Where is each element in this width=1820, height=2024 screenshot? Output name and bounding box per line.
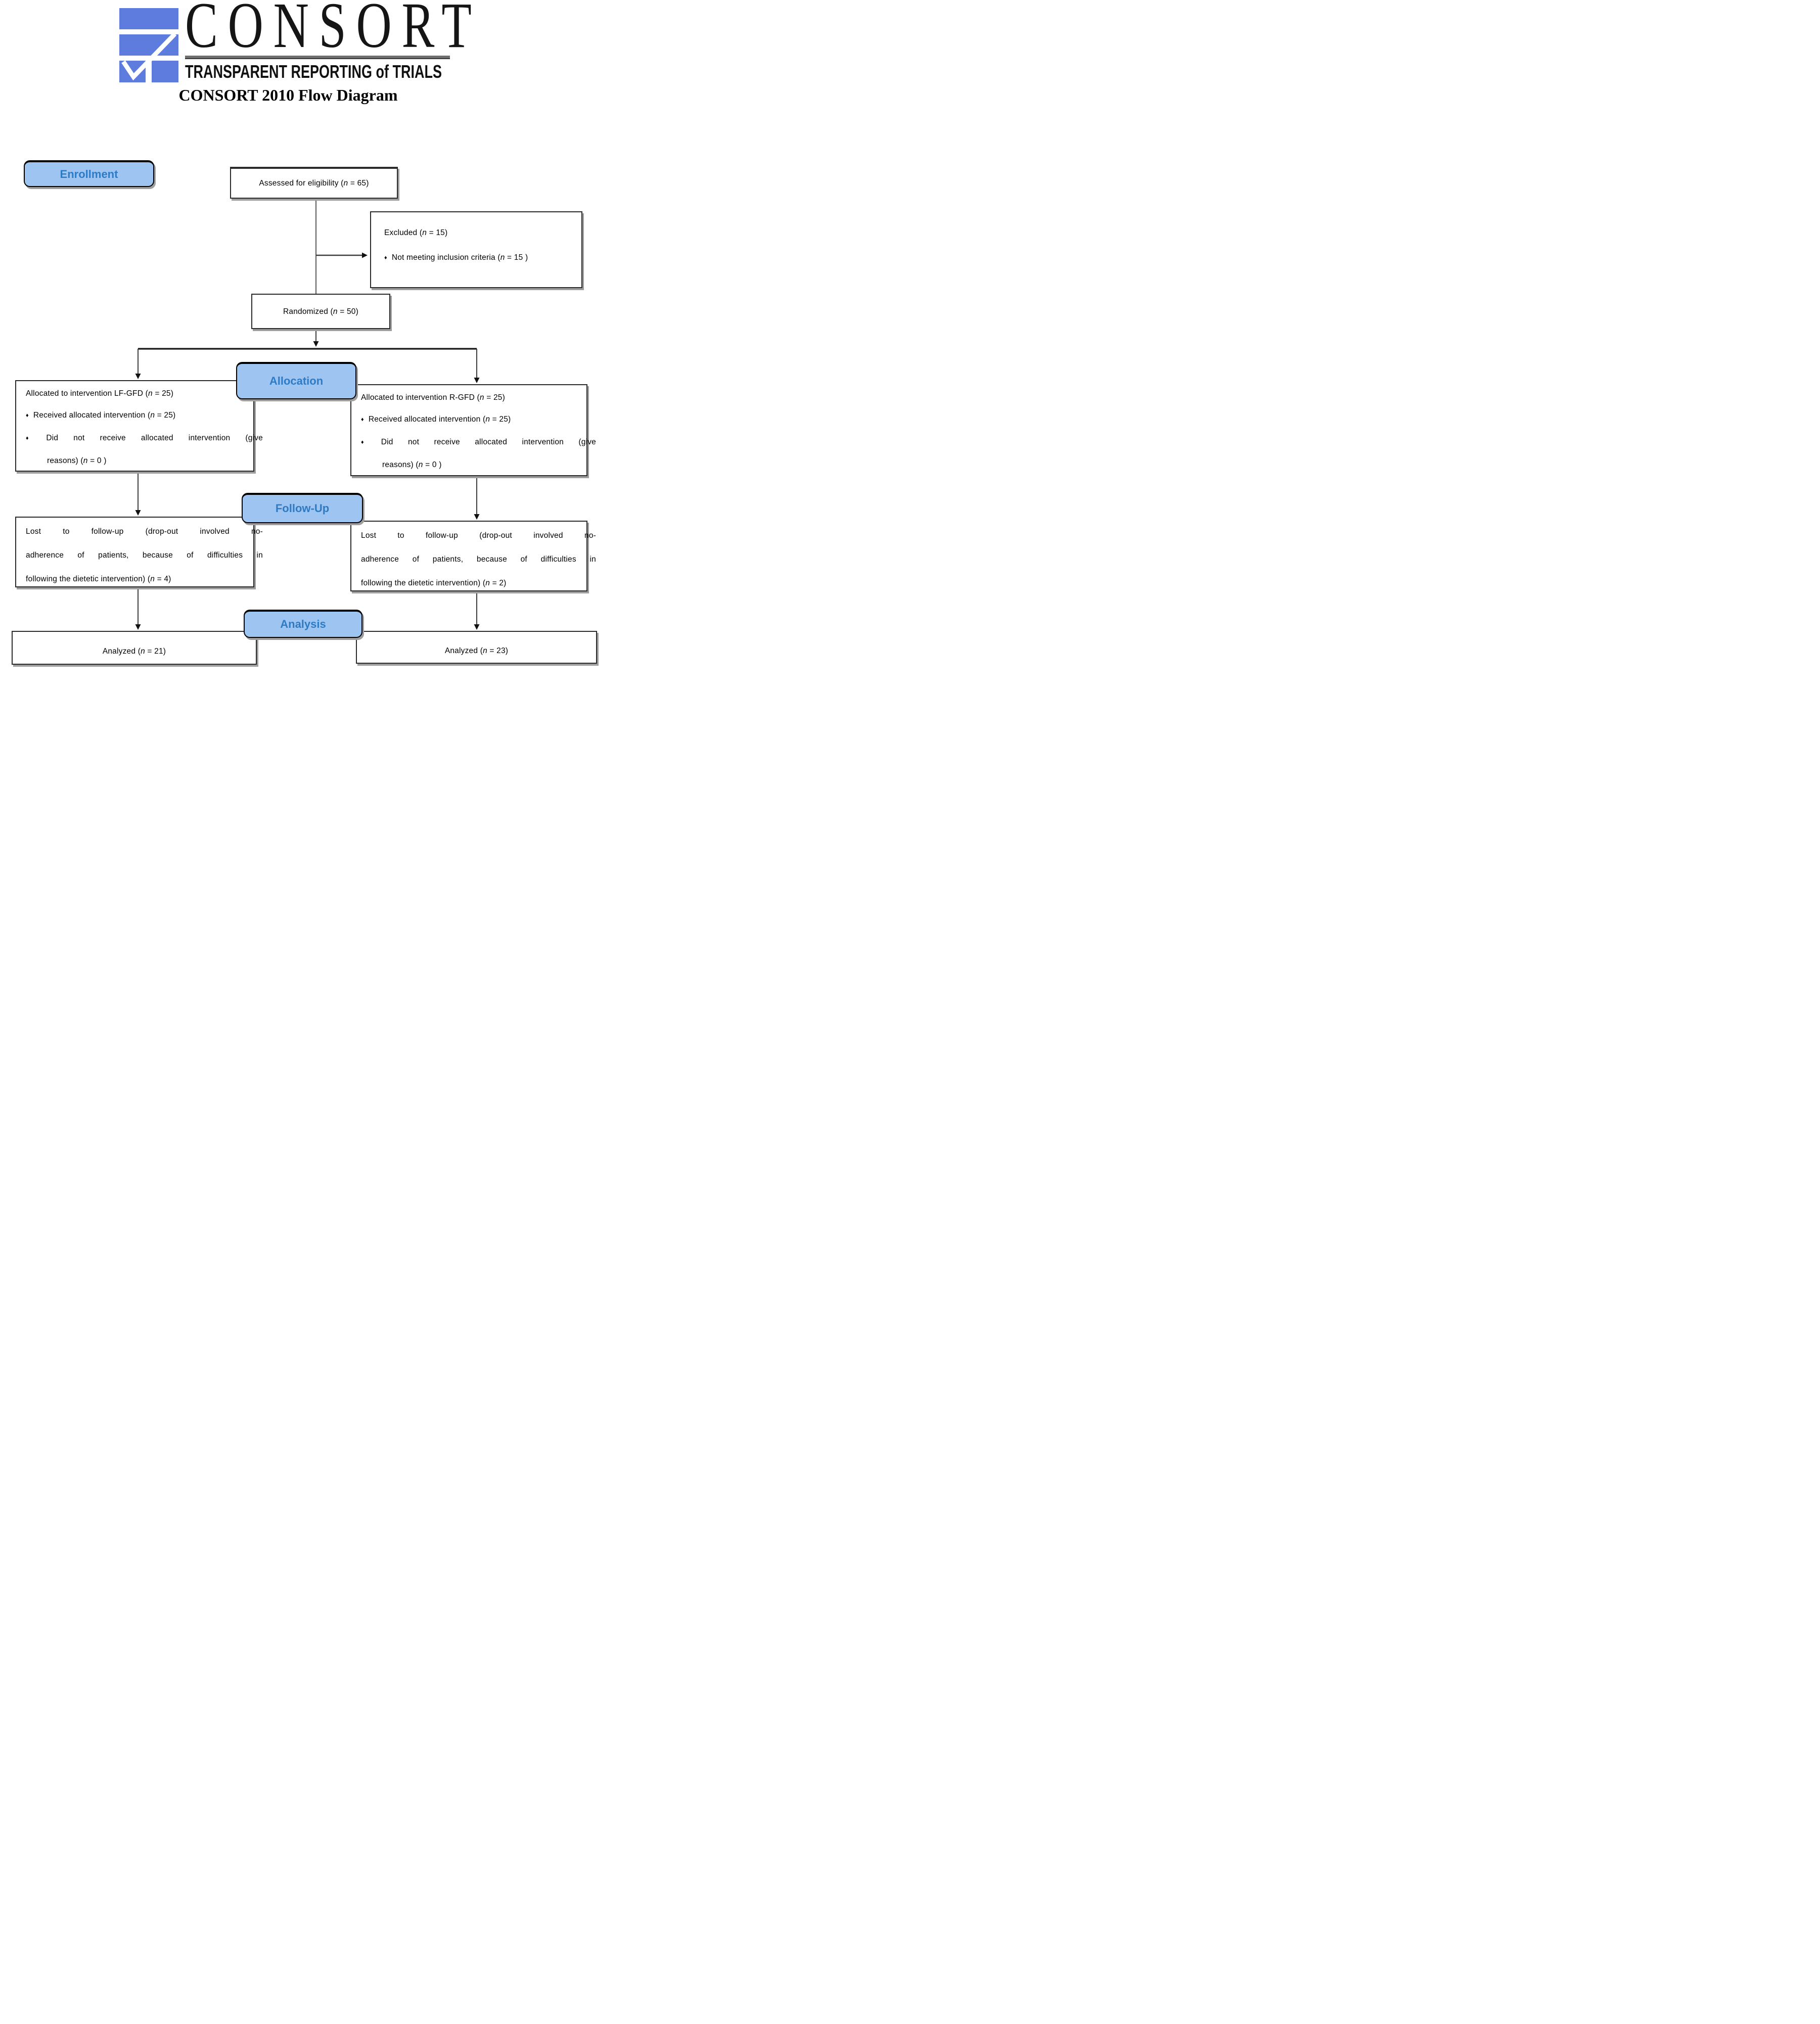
stage-label-analysis: Analysis: [244, 610, 362, 638]
assessed-text: Assessed for eligibility (n = 65): [259, 179, 369, 188]
analyzed-right-box: Analyzed (n = 23): [356, 631, 597, 664]
lost-to-followup-right-box: Lost to follow-up (drop-out involved no-…: [350, 521, 596, 591]
allocated-r-gfd-box: Allocated to intervention R-GFD (n = 25)…: [350, 384, 596, 476]
analyzed-left-box: Analyzed (n = 21): [12, 631, 257, 665]
consort-tagline: TRANSPARENT REPORTING of TRIALS: [185, 61, 442, 82]
lost-to-followup-left-text: Lost to follow-up (drop-out involved no-…: [26, 527, 263, 583]
excluded-text: Excluded (n = 15)♦Not meeting inclusion …: [384, 228, 528, 262]
diagram-title: CONSORT 2010 Flow Diagram: [178, 86, 398, 104]
consort-logo-icon: [119, 8, 178, 82]
analyzed-right-text: Analyzed (n = 23): [444, 647, 509, 655]
stage-label-allocation: Allocation: [236, 362, 356, 399]
stage-label-enrollment: Enrollment: [24, 160, 154, 187]
analyzed-left-text: Analyzed (n = 21): [102, 647, 166, 656]
consort-wordmark: CONSORT: [185, 0, 482, 61]
bullet-diamond-icon: ♦: [384, 255, 387, 261]
lost-to-followup-right-text: Lost to follow-up (drop-out involved no-…: [361, 531, 596, 587]
allocated-lf-gfd-text: Allocated to intervention LF-GFD (n = 25…: [26, 389, 263, 465]
excluded-box: Excluded (n = 15)♦Not meeting inclusion …: [370, 211, 582, 288]
logo-divider: [185, 56, 450, 59]
assessed-for-eligibility-box: Assessed for eligibility (n = 65): [230, 167, 398, 199]
bullet-diamond-icon: ♦: [26, 435, 42, 441]
bullet-diamond-icon: ♦: [361, 417, 364, 423]
allocated-lf-gfd-box: Allocated to intervention LF-GFD (n = 25…: [15, 380, 263, 472]
allocated-r-gfd-text: Allocated to intervention R-GFD (n = 25)…: [361, 393, 596, 469]
page: CONSORT TRANSPARENT REPORTING of TRIALS …: [0, 0, 607, 675]
randomized-text: Randomized (n = 50): [283, 307, 358, 316]
lost-to-followup-left-box: Lost to follow-up (drop-out involved no-…: [15, 517, 263, 587]
bullet-diamond-icon: ♦: [26, 412, 29, 419]
stage-label-followup: Follow-Up: [242, 493, 363, 523]
bullet-diamond-icon: ♦: [361, 439, 377, 445]
randomized-box: Randomized (n = 50): [251, 294, 390, 329]
